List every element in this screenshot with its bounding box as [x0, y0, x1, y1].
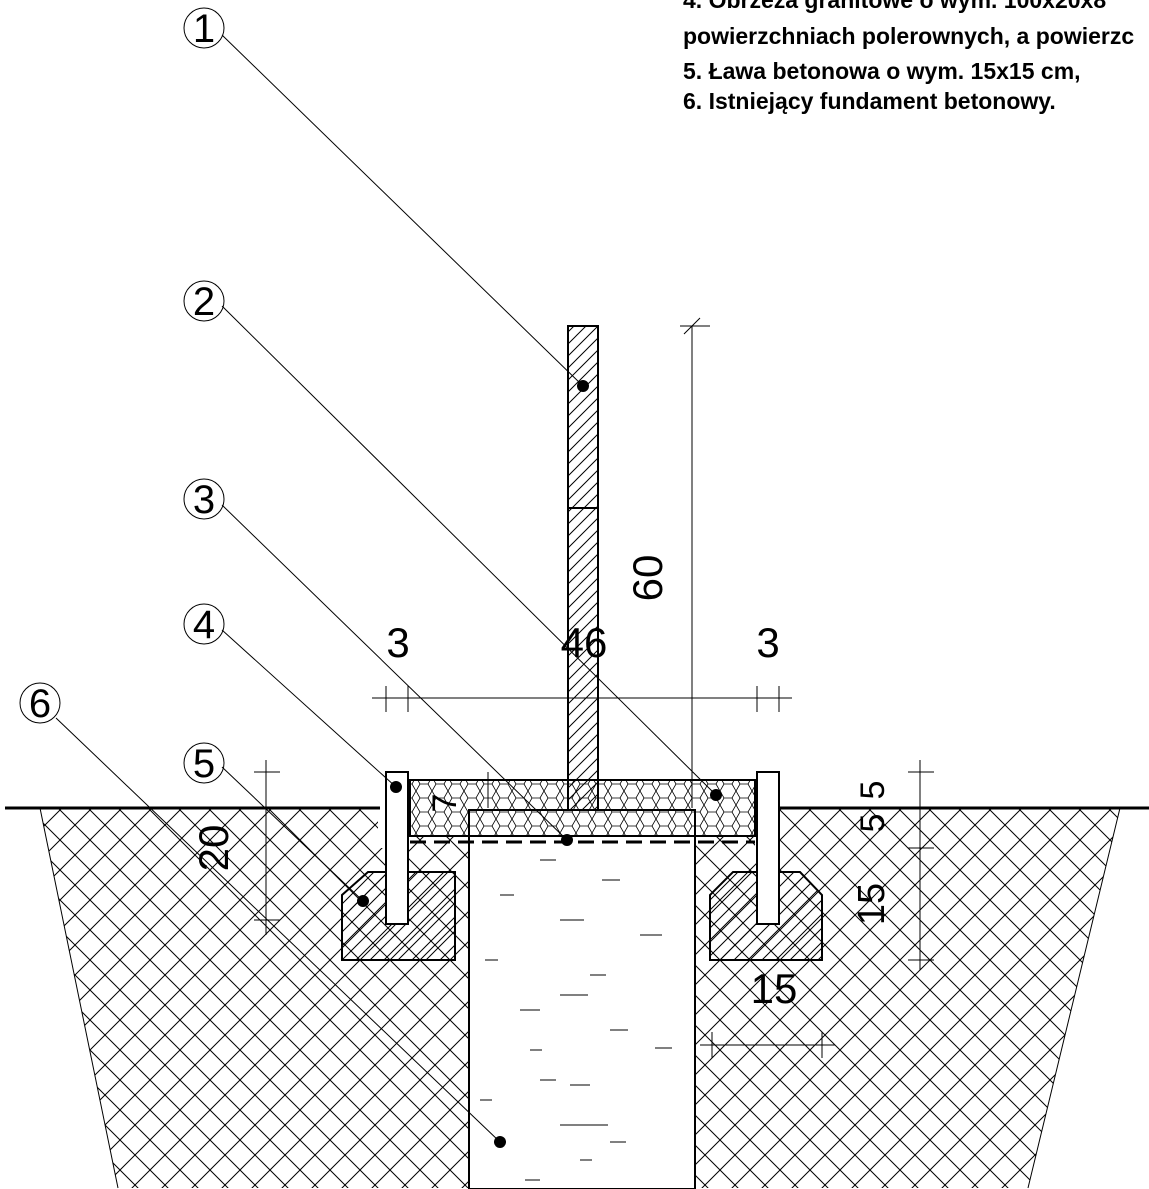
legend: 4. Obrzeża granitowe o wym. 100x20x8 pow… [683, 0, 1134, 114]
dim-post-height: 60 [624, 555, 671, 602]
callout-5-label: 5 [193, 742, 215, 786]
leader-dots [357, 380, 722, 1148]
dim-right-bench-w: 15 [751, 965, 798, 1012]
callout-4-label: 4 [193, 603, 215, 647]
left-curb [385, 771, 409, 925]
right-curb [756, 771, 780, 925]
dim-right-gap: 3 [756, 619, 779, 666]
post [567, 325, 599, 811]
callout-2: 2 [183, 280, 225, 324]
concrete-foundation [468, 809, 696, 1189]
dim-right-bench-h: 15 [851, 883, 893, 925]
dim-mid-width: 46 [561, 619, 608, 666]
callout-1-label: 1 [193, 7, 215, 51]
callout-3-label: 3 [193, 478, 215, 522]
legend-line-4: 4. Obrzeża granitowe o wym. 100x20x8 [683, 0, 1106, 13]
callout-6-label: 6 [29, 682, 51, 726]
legend-line-4b: powierzchniach polerownych, a powierzc [683, 23, 1134, 49]
callout-5: 5 [183, 742, 225, 786]
dim-left-gap: 3 [386, 619, 409, 666]
dim-left-depth: 20 [190, 825, 237, 872]
dim-right-mid: 5 [854, 814, 892, 833]
callout-6: 6 [19, 682, 61, 726]
dim-right-top-a: 5 [854, 781, 892, 800]
leader-lines [55, 34, 717, 1143]
dim-left-small: 7 [426, 794, 464, 813]
callout-2-label: 2 [193, 280, 215, 324]
callout-3: 3 [183, 478, 225, 522]
legend-line-5: 5. Ława betonowa o wym. 15x15 cm, [683, 58, 1081, 84]
legend-line-6: 6. Istniejący fundament betonowy. [683, 88, 1056, 114]
callout-4: 4 [183, 603, 225, 647]
callout-1: 1 [183, 7, 225, 51]
dimension-lines [254, 317, 934, 1058]
